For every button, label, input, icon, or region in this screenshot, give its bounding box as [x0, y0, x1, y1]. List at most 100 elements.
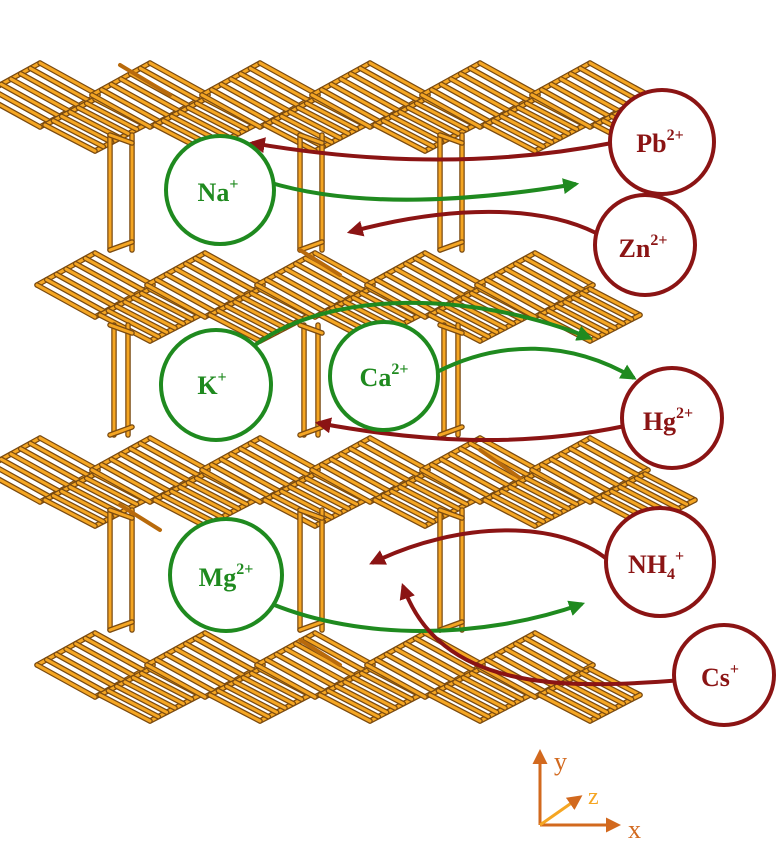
framework-bond	[533, 251, 595, 287]
framework-bond	[219, 457, 281, 493]
framework-bond	[349, 447, 411, 483]
arrow-mg-out	[271, 600, 586, 633]
arrow-pb-in	[248, 137, 613, 162]
framework-bond	[404, 262, 466, 298]
framework-bond	[500, 114, 554, 144]
framework-bond	[0, 467, 52, 499]
ion-pb: Pb2+	[608, 88, 716, 196]
framework-bond	[186, 481, 240, 511]
framework-bond	[313, 631, 375, 667]
framework-bond	[298, 323, 324, 335]
framework-bond	[248, 66, 310, 102]
framework-bond	[294, 262, 356, 298]
framework-bond	[43, 123, 97, 153]
framework-bond	[200, 93, 262, 129]
framework-bond	[500, 489, 554, 519]
framework-bond	[504, 647, 566, 683]
framework-bond	[265, 278, 327, 314]
framework-bond	[164, 272, 226, 308]
framework-bond	[381, 119, 435, 149]
framework-bond	[274, 652, 336, 688]
ion-cs: Cs+	[672, 623, 776, 727]
svg-text:Zn2+: Zn2+	[619, 232, 668, 263]
framework-bond	[241, 676, 295, 706]
framework-bond	[373, 123, 427, 153]
framework-bond	[115, 684, 169, 714]
framework-bond	[394, 647, 456, 683]
framework-bond	[430, 88, 492, 124]
framework-bond	[303, 256, 365, 292]
framework-bond	[123, 300, 177, 330]
framework-bond	[436, 309, 490, 339]
framework-bond	[578, 441, 640, 477]
framework-bond	[108, 240, 134, 252]
framework-bond	[365, 283, 427, 319]
framework-bond	[549, 82, 611, 118]
framework-bond	[420, 468, 482, 504]
framework-bond	[263, 123, 317, 153]
framework-bond	[415, 101, 469, 131]
framework-bond	[38, 436, 100, 472]
framework-bond	[0, 103, 42, 129]
framework-bond	[428, 693, 482, 723]
ion-nh4-charge: +	[675, 548, 684, 565]
framework-bond	[626, 481, 680, 511]
framework-bond	[64, 267, 126, 303]
framework-bond	[106, 689, 160, 719]
framework-bond	[438, 240, 464, 252]
framework-bond	[406, 106, 460, 136]
framework-bond	[358, 66, 420, 102]
framework-bond	[459, 72, 521, 108]
ion-hg: Hg2+	[620, 366, 724, 470]
framework-bond	[119, 77, 181, 113]
framework-bond	[118, 503, 162, 532]
framework-bond	[538, 693, 592, 723]
framework-bond	[373, 498, 427, 528]
framework-bond	[9, 77, 71, 113]
svg-text:Mg2+: Mg2+	[199, 561, 254, 592]
ion-mg-charge: 2+	[236, 561, 253, 578]
framework-bond	[45, 278, 107, 314]
ion-k-label: K	[197, 371, 218, 400]
framework-bond	[184, 642, 246, 678]
framework-bond	[415, 476, 469, 506]
framework-bond	[178, 485, 232, 515]
framework-bond	[195, 101, 249, 131]
framework-bond	[54, 652, 116, 688]
framework-bond	[74, 262, 136, 298]
framework-bond	[351, 676, 405, 706]
framework-bond	[284, 647, 346, 683]
framework-bond	[360, 671, 414, 701]
framework-bond	[193, 636, 255, 672]
framework-bond	[164, 652, 226, 688]
framework-bond	[375, 658, 437, 694]
framework-bond	[438, 508, 464, 520]
framework-bond	[108, 133, 134, 145]
svg-text:Pb2+: Pb2+	[636, 127, 683, 158]
framework-bond	[255, 663, 317, 699]
framework-bond	[93, 251, 155, 287]
framework-bond	[351, 296, 405, 326]
framework-bond	[559, 452, 621, 488]
framework-bond	[485, 278, 547, 314]
framework-bond	[123, 680, 177, 710]
framework-bond	[305, 101, 359, 131]
framework-bond	[530, 468, 592, 504]
svg-text:Cs+: Cs+	[701, 661, 739, 692]
framework-bond	[439, 457, 501, 493]
framework-bond	[195, 476, 249, 506]
framework-bond	[296, 106, 350, 136]
framework-bond	[93, 631, 155, 667]
framework-bond	[525, 476, 579, 506]
ion-zn-label: Zn	[619, 234, 651, 263]
framework-bond	[555, 304, 609, 334]
framework-bond	[288, 110, 342, 140]
framework-bond	[491, 494, 545, 524]
framework-bond	[478, 61, 540, 97]
framework-bond	[100, 463, 162, 499]
framework-bond	[468, 66, 530, 102]
arrow-zn-in	[346, 209, 597, 237]
framework-bond	[384, 272, 446, 308]
framework-bond	[329, 457, 391, 493]
framework-bond	[360, 291, 414, 321]
